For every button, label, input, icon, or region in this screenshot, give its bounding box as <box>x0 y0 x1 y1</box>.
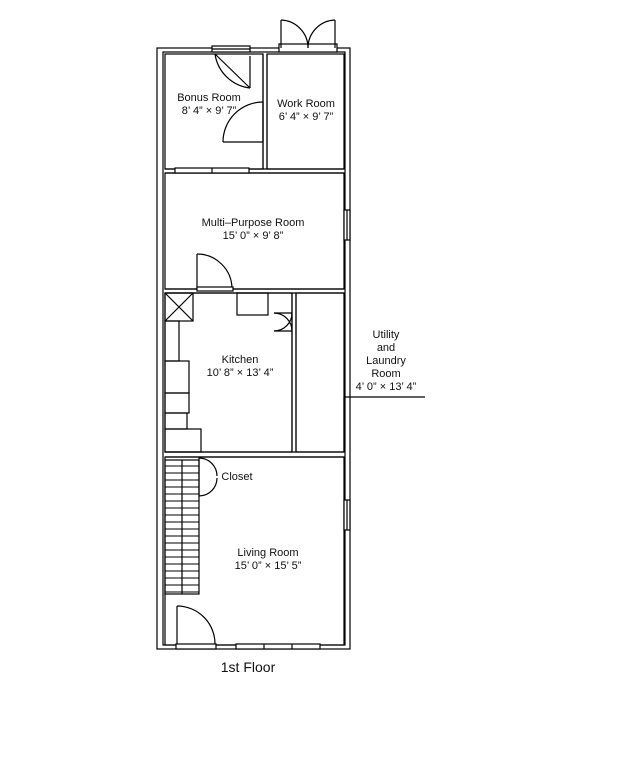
utility-name-3: Laundry <box>366 355 406 367</box>
floor-title: 1st Floor <box>220 659 276 675</box>
utility-dims: 4’ 0” × 13’ 4” <box>355 381 417 393</box>
multipurpose-room-label: Multi–Purpose Room 15’ 0” × 9’ 8” <box>188 217 318 243</box>
bonus-room-dims: 8’ 4” × 9’ 7” <box>181 105 237 117</box>
window-bonus-bottom <box>174 167 250 174</box>
multipurpose-room-name: Multi–Purpose Room <box>201 217 305 229</box>
window-right-living <box>343 499 351 531</box>
utility-name-1: Utility <box>372 329 400 341</box>
utility-room-label: Utility and Laundry Room 4’ 0” × 13’ 4” <box>343 329 429 394</box>
utility-room-outline <box>295 292 345 453</box>
stairs <box>164 459 200 595</box>
kitchen-dims: 10’ 8” × 13’ 4” <box>206 367 274 379</box>
kitchen-counters <box>164 292 269 453</box>
utility-name-4: Room <box>371 368 401 380</box>
closet-door <box>198 457 218 497</box>
closet-name: Closet <box>221 471 253 483</box>
work-room-label: Work Room 6’ 4” × 9’ 7” <box>266 98 346 124</box>
front-door <box>175 605 217 650</box>
utility-door <box>273 312 293 332</box>
kitchen-name: Kitchen <box>221 354 259 366</box>
work-room-name: Work Room <box>277 98 335 110</box>
living-room-label: Living Room 15’ 0” × 15’ 5” <box>218 547 318 573</box>
window-bonus-top <box>211 45 251 53</box>
multipurpose-door <box>196 253 234 292</box>
closet-label: Closet <box>212 471 262 484</box>
kitchen-label: Kitchen 10’ 8” × 13’ 4” <box>192 354 288 380</box>
utility-name-2: and <box>376 342 396 354</box>
bonus-room-door <box>214 53 251 89</box>
work-room-dims: 6’ 4” × 9’ 7” <box>278 111 334 123</box>
exterior-double-door <box>278 19 338 53</box>
window-right-multipurpose <box>343 209 351 241</box>
bonus-room-name: Bonus Room <box>177 92 241 104</box>
multipurpose-room-dims: 15’ 0” × 9’ 8” <box>222 230 284 242</box>
work-room-door <box>222 101 264 143</box>
bonus-room-label: Bonus Room 8’ 4” × 9’ 7” <box>170 92 248 118</box>
window-living-bottom <box>235 643 321 650</box>
living-room-dims: 15’ 0” × 15’ 5” <box>234 560 302 572</box>
living-room-name: Living Room <box>237 547 299 559</box>
